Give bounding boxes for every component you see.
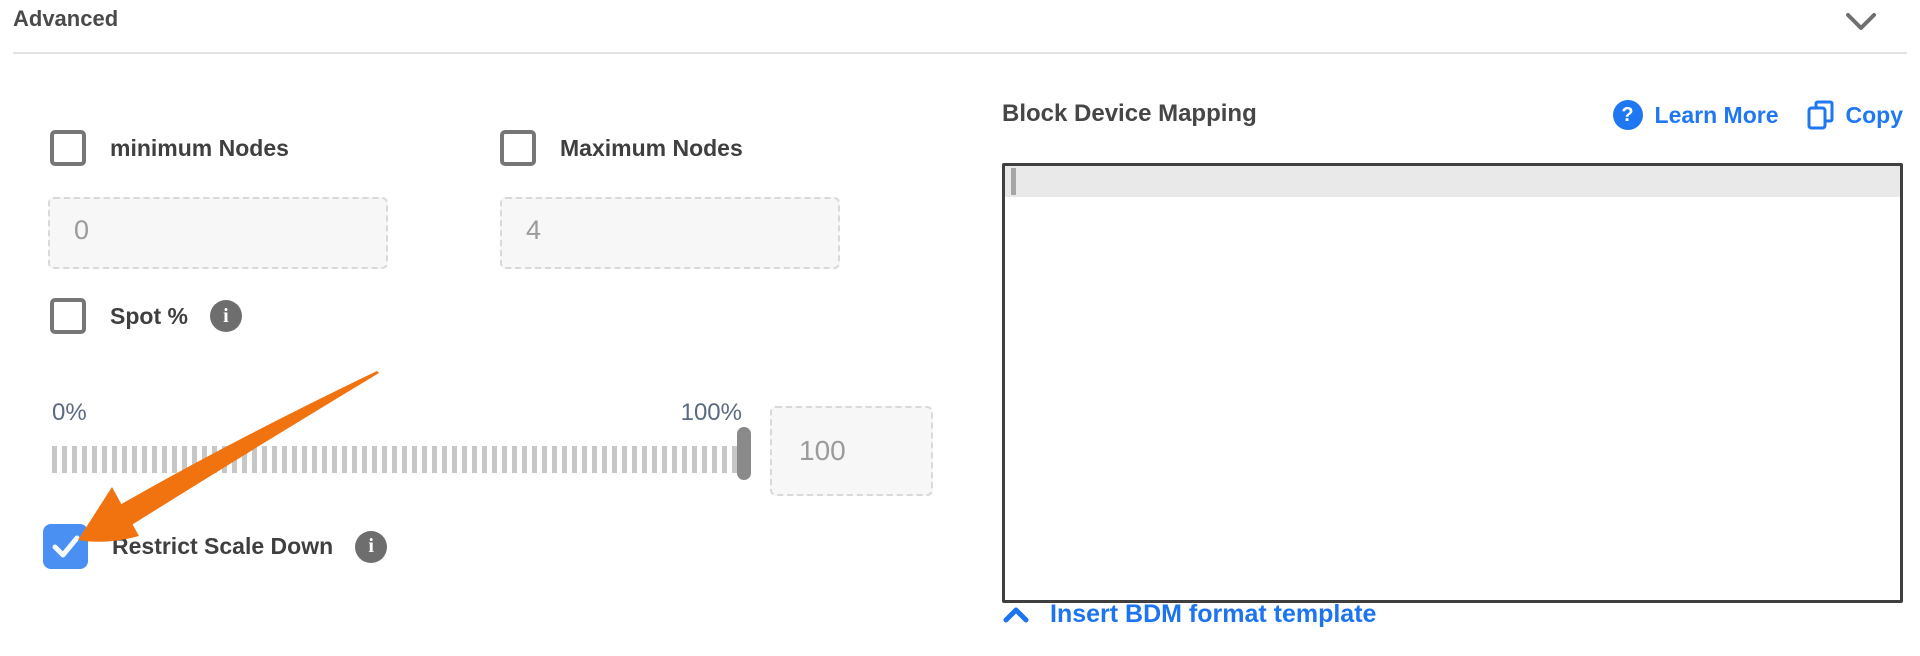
minimum-nodes-group: minimum Nodes bbox=[50, 130, 289, 166]
copy-button[interactable]: Copy bbox=[1807, 100, 1904, 130]
spot-percentage-input[interactable] bbox=[770, 406, 933, 496]
maximum-nodes-group: Maximum Nodes bbox=[500, 130, 743, 166]
spot-slider-handle[interactable] bbox=[737, 427, 751, 480]
bdm-title: Block Device Mapping bbox=[1002, 100, 1257, 127]
minimum-nodes-label: minimum Nodes bbox=[110, 134, 289, 161]
bdm-actions: ? Learn More Copy bbox=[1600, 100, 1903, 130]
question-icon: ? bbox=[1612, 100, 1643, 130]
slider-min-label: 0% bbox=[52, 399, 87, 426]
checkmark-icon bbox=[52, 535, 79, 557]
section-divider bbox=[13, 52, 1907, 54]
restrict-scale-down-group: Restrict Scale Down i bbox=[43, 524, 388, 569]
spot-percentage-group: Spot % i bbox=[50, 298, 242, 334]
spot-info-icon[interactable]: i bbox=[209, 300, 242, 332]
restrict-scale-down-label: Restrict Scale Down bbox=[112, 533, 334, 559]
copy-icon bbox=[1807, 100, 1833, 130]
maximum-nodes-label: Maximum Nodes bbox=[560, 134, 743, 161]
slider-labels: 0% 100% bbox=[52, 399, 742, 427]
minimum-nodes-input[interactable] bbox=[48, 197, 388, 269]
insert-bdm-template-link[interactable]: Insert BDM format template bbox=[1002, 600, 1376, 629]
insert-bdm-template-label: Insert BDM format template bbox=[1050, 600, 1377, 628]
maximum-nodes-input[interactable] bbox=[500, 197, 840, 269]
spot-slider-track[interactable] bbox=[52, 446, 752, 473]
bdm-editor[interactable] bbox=[1002, 163, 1903, 603]
copy-label: Copy bbox=[1845, 101, 1904, 128]
editor-active-line bbox=[1005, 166, 1900, 197]
info-glyph: i bbox=[223, 304, 229, 327]
chevron-up-icon bbox=[1003, 607, 1029, 622]
spot-percentage-label: Spot % bbox=[110, 302, 188, 329]
restrict-scale-down-checkbox[interactable] bbox=[43, 524, 88, 569]
learn-more-link[interactable]: ? Learn More bbox=[1612, 100, 1779, 130]
chevron-down-icon[interactable] bbox=[1842, 6, 1880, 36]
minimum-nodes-checkbox[interactable] bbox=[50, 130, 86, 166]
learn-more-label: Learn More bbox=[1654, 101, 1779, 128]
text-cursor bbox=[1011, 168, 1016, 195]
spot-percentage-checkbox[interactable] bbox=[50, 298, 86, 334]
restrict-info-icon[interactable]: i bbox=[355, 530, 388, 563]
slider-max-label: 100% bbox=[680, 399, 742, 426]
maximum-nodes-checkbox[interactable] bbox=[500, 130, 536, 166]
section-title: Advanced bbox=[13, 6, 119, 31]
question-glyph: ? bbox=[1621, 103, 1634, 126]
info-glyph: i bbox=[368, 535, 374, 557]
